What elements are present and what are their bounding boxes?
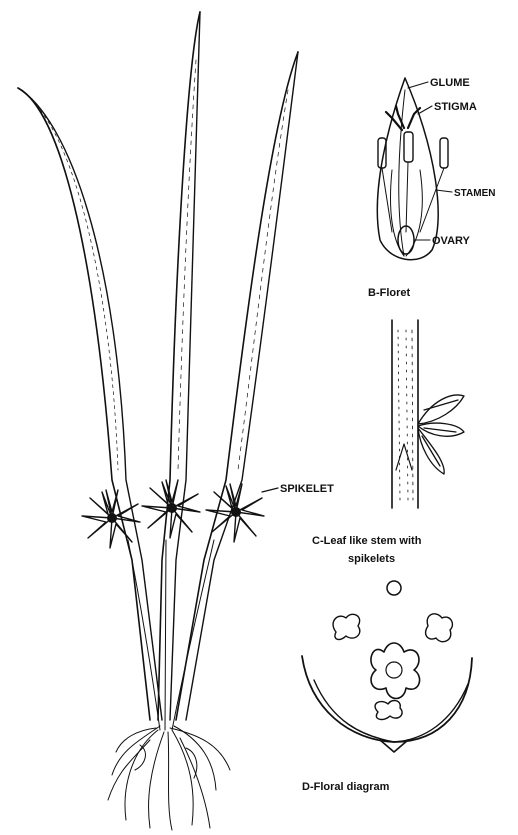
stamen-label: STAMEN [454,188,495,199]
middle-stem [158,12,200,720]
left-stem [18,88,150,720]
spikelet-cluster-middle [142,480,200,538]
right-stem [176,52,298,720]
axis-circle [387,581,401,595]
floral-diagram: D-Floral diagram [302,581,472,793]
stamens [378,132,448,232]
spikelet-cluster-left [82,490,140,548]
plant-illustration: SPIKELET [18,12,334,830]
spikelet-cluster-right [206,484,264,542]
stem-caption-line2: spikelets [348,553,395,565]
bottom-lobe [375,701,402,720]
roots [108,726,230,830]
floret-caption: B-Floret [368,287,411,299]
stem-spikelets [418,395,464,474]
glume-arc [302,656,472,742]
spikelet-pointer [262,488,278,492]
ovary-label: OVARY [432,235,471,247]
stigma-label: STIGMA [434,101,477,113]
right-lobe [426,614,453,642]
stem-caption-line1: C-Leaf like stem with [312,535,422,547]
spikelet-label: SPIKELET [280,483,334,495]
left-lobe [333,614,360,639]
floret-illustration: GLUME STIGMA STAMEN OVARY B-Floret [368,77,495,299]
glume-label: GLUME [430,77,470,89]
central-trefoil [371,643,420,699]
floral-diagram-caption: D-Floral diagram [302,781,390,793]
stem-section-illustration: C-Leaf like stem with spikelets [312,320,464,565]
